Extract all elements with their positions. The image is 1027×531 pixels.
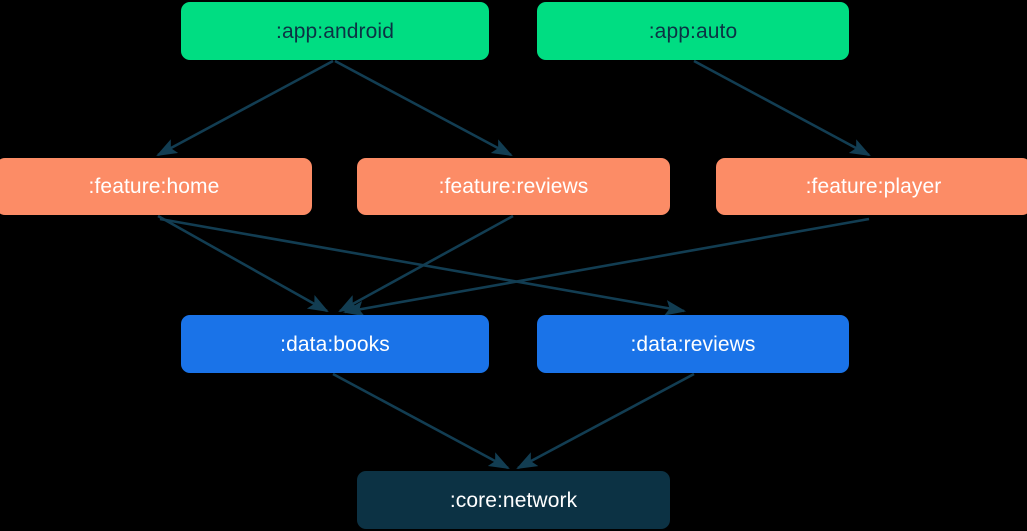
edge-app-auto-to-feature-player xyxy=(693,59,871,157)
node-label: :app:android xyxy=(276,19,394,43)
edge-feature-reviews-to-data-books xyxy=(338,214,514,313)
node-core-network[interactable]: :core:network xyxy=(357,471,670,529)
edge-feature-player-to-data-books xyxy=(342,217,870,317)
edge-data-books-to-core-network xyxy=(332,372,510,470)
node-feature-player[interactable]: :feature:player xyxy=(716,158,1027,215)
node-app-android[interactable]: :app:android xyxy=(181,2,489,60)
node-data-books[interactable]: :data:books xyxy=(181,315,489,373)
graph-edges xyxy=(156,59,871,470)
edge-app-android-to-feature-reviews xyxy=(334,59,513,157)
node-data-reviews[interactable]: :data:reviews xyxy=(537,315,849,373)
node-label: :app:auto xyxy=(648,19,738,43)
edge-app-android-to-feature-home xyxy=(156,59,334,157)
node-app-auto[interactable]: :app:auto xyxy=(537,2,849,60)
node-feature-reviews[interactable]: :feature:reviews xyxy=(357,158,670,215)
node-label: :core:network xyxy=(449,488,578,512)
edge-feature-home-to-data-reviews xyxy=(159,217,687,316)
node-label: :data:reviews xyxy=(630,332,756,356)
edge-data-reviews-to-core-network xyxy=(516,372,695,470)
node-label: :data:books xyxy=(280,332,390,356)
node-feature-home[interactable]: :feature:home xyxy=(0,158,312,215)
edge-feature-home-to-data-books xyxy=(157,214,329,313)
node-label: :feature:reviews xyxy=(438,175,589,198)
node-label: :feature:player xyxy=(805,175,942,198)
node-label: :feature:home xyxy=(88,175,220,198)
